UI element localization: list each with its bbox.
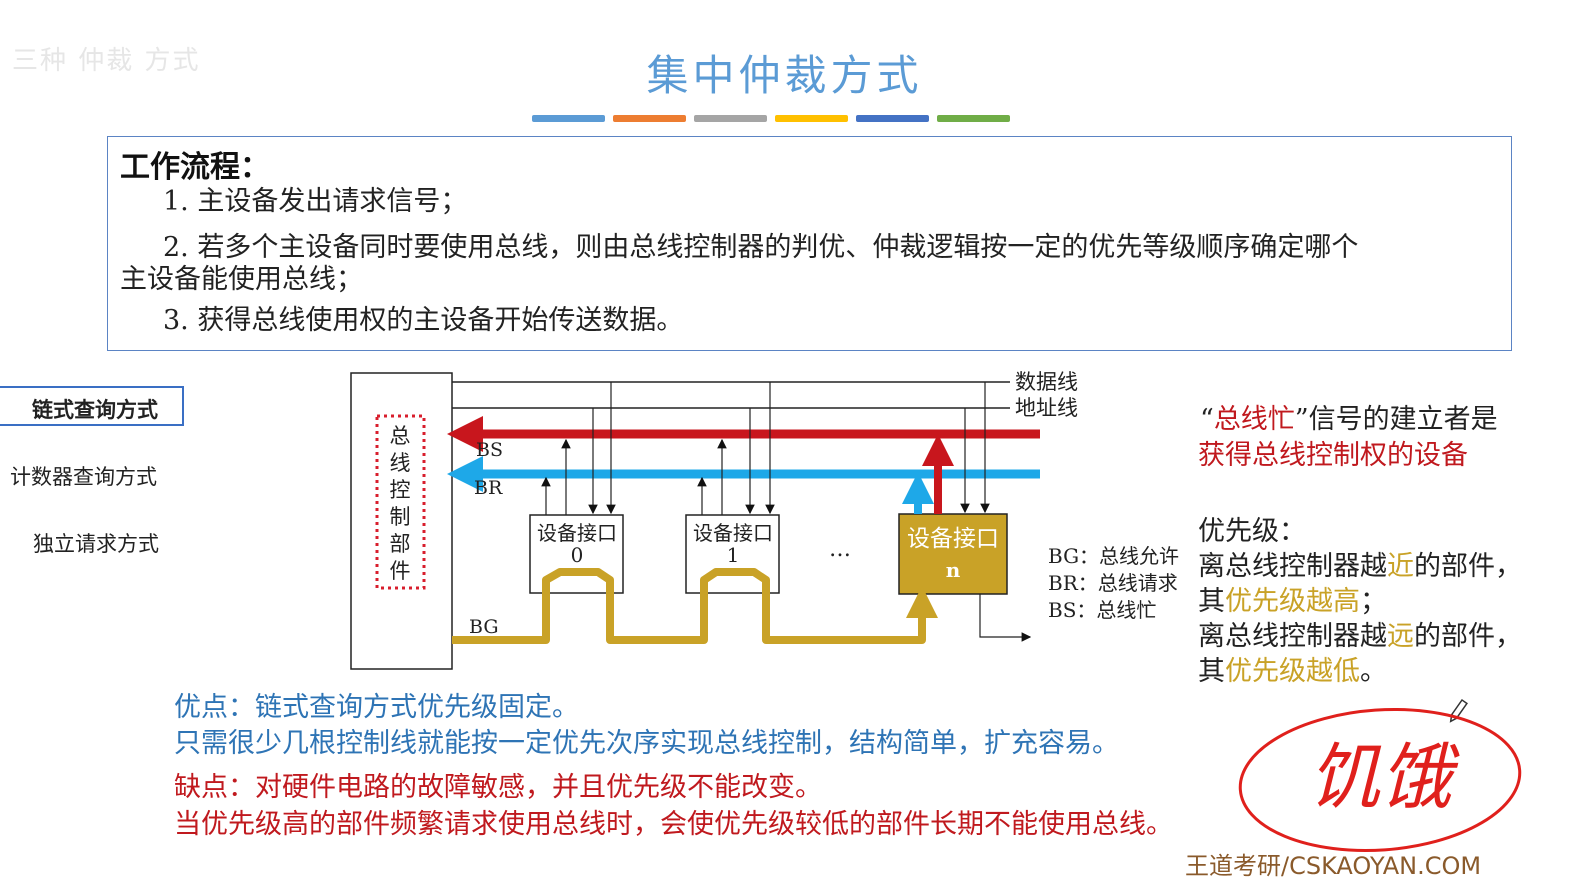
legend-bs: BS：总线忙: [1048, 598, 1157, 622]
device-n-label-line1: 设备接口: [907, 526, 999, 552]
page-title: 集中仲裁方式: [646, 51, 923, 100]
priority-low-line: 其优先级越低。: [1198, 656, 1387, 687]
disadvantages-line-1: 缺点：对硬件电路的故障敏感，并且优先级不能改变。: [174, 772, 822, 803]
devices-ellipsis: …: [829, 537, 851, 562]
priority-high-line: 其优先级越高；: [1198, 586, 1387, 617]
sidebar-item-independent-request[interactable]: 独立请求方式: [33, 532, 159, 556]
device-n-label-line2: n: [946, 558, 961, 582]
controller-char-4: 部: [390, 532, 411, 556]
sidebar-item-daisy-chain[interactable]: 链式查询方式: [0, 386, 184, 426]
stripe-blue: [532, 115, 605, 122]
advantages-line-1: 优点：链式查询方式优先级固定。: [174, 692, 579, 723]
address-line-label: 地址线: [1015, 396, 1078, 420]
legend-br: BR：总线请求: [1048, 571, 1178, 595]
title-color-stripes: [532, 115, 1010, 122]
handwritten-annotation: 饥饿: [1238, 698, 1522, 853]
workflow-box: [107, 136, 1512, 351]
legend-bg: BG：总线允许: [1048, 544, 1180, 568]
controller-char-2: 控: [390, 478, 411, 502]
bus-controller-box: [350, 372, 453, 670]
priority-near-line: 离总线控制器越近的部件，: [1198, 551, 1522, 582]
controller-char-3: 制: [390, 505, 411, 529]
bus-controller-inner-dotted: [375, 414, 426, 590]
stripe-orange: [613, 115, 686, 122]
bs-label: BS: [476, 439, 503, 461]
stripe-gray: [694, 115, 767, 122]
controller-char-0: 总: [390, 424, 411, 448]
faded-header-text: 三种 仲裁 方式: [12, 46, 201, 76]
advantages-line-2: 只需很少几根控制线就能按一定优先次序实现总线控制，结构简单，扩充容易。: [174, 728, 1119, 759]
device-0-label-line2: 0: [571, 543, 584, 567]
handwritten-word: 饥饿: [1308, 735, 1460, 819]
device-1-label-line1: 设备接口: [693, 521, 773, 545]
stripe-darkblue: [856, 115, 929, 122]
device-1-label-line2: 1: [727, 543, 740, 567]
controller-label: 总 线 控 制 部 件: [390, 424, 411, 583]
controller-char-1: 线: [390, 451, 411, 475]
workflow-step-1: 1. 主设备发出请求信号；: [163, 186, 468, 217]
busy-signal-note: “总线忙”信号的建立者是: [1200, 404, 1498, 435]
busy-owner-note: 获得总线控制权的设备: [1198, 440, 1468, 471]
busy-word: 总线忙: [1213, 404, 1295, 435]
workflow-step-3: 3. 获得总线使用权的主设备开始传送数据。: [163, 305, 684, 336]
workflow-heading: 工作流程：: [120, 150, 270, 185]
data-line-label: 数据线: [1015, 370, 1078, 394]
bg-label: BG: [469, 616, 499, 638]
workflow-step-2b: 主设备能使用总线；: [120, 264, 363, 295]
bg-chain-arrow: [452, 568, 938, 644]
stripe-yellow: [775, 115, 848, 122]
priority-far-line: 离总线控制器越远的部件，: [1198, 621, 1522, 652]
priority-heading: 优先级：: [1198, 516, 1306, 547]
annotation-circle: [1238, 707, 1522, 853]
watermark: 王道考研/CSKAOYAN.COM: [1185, 852, 1482, 880]
device-0-label-line1: 设备接口: [537, 521, 617, 545]
controller-char-5: 件: [390, 559, 411, 583]
device-n-bg-out: [979, 594, 1032, 642]
sidebar-item-counter-polling[interactable]: 计数器查询方式: [10, 465, 157, 489]
stripe-green: [937, 115, 1010, 122]
br-label: BR: [474, 477, 503, 499]
disadvantages-line-2: 当优先级高的部件频繁请求使用总线时，会使优先级较低的部件长期不能使用总线。: [174, 809, 1173, 840]
device-interface-n: [898, 513, 1008, 595]
workflow-step-2a: 2. 若多个主设备同时要使用总线，则由总线控制器的判优、仲裁逻辑按一定的优先等级…: [163, 232, 1359, 263]
